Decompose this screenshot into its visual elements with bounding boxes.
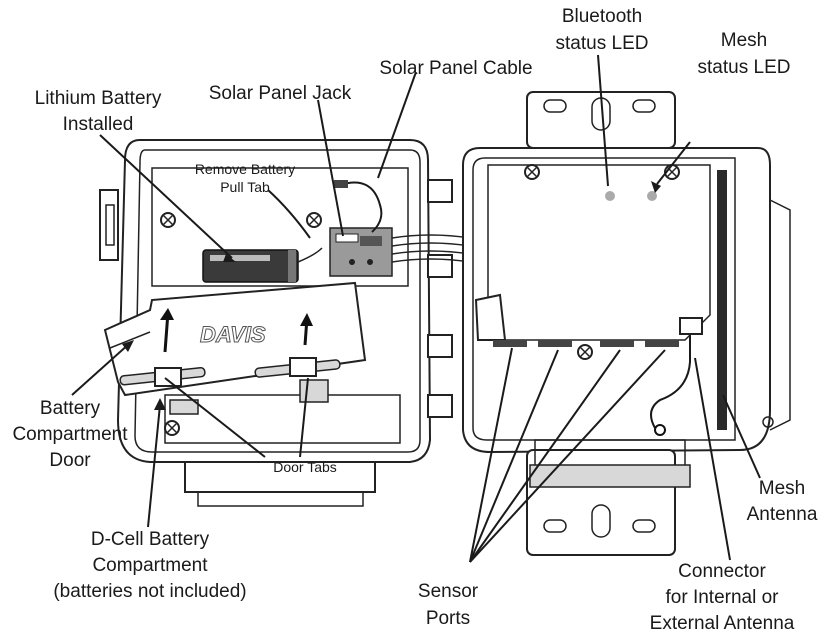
- svg-text:Ports: Ports: [426, 608, 470, 629]
- svg-text:D-Cell Battery: D-Cell Battery: [91, 529, 210, 550]
- svg-text:Sensor: Sensor: [418, 581, 479, 602]
- svg-text:Bluetooth: Bluetooth: [562, 6, 642, 27]
- svg-text:Door: Door: [49, 450, 91, 471]
- svg-text:External Antenna: External Antenna: [650, 613, 795, 634]
- svg-text:Connector: Connector: [678, 561, 766, 582]
- label-bluetooth-led: Bluetooth status LED: [556, 6, 649, 54]
- label-connector: Connector for Internal or External Anten…: [650, 561, 795, 634]
- internal-antenna-cable: [650, 335, 691, 429]
- label-remove-tab: Remove Battery Pull Tab: [195, 161, 295, 195]
- svg-text:Mesh: Mesh: [759, 478, 805, 499]
- screw-icon: [160, 212, 176, 228]
- screw-icon: [524, 164, 540, 180]
- label-solar-jack: Solar Panel Jack: [209, 83, 352, 104]
- svg-text:Battery: Battery: [40, 398, 101, 419]
- svg-text:Antenna: Antenna: [747, 504, 818, 525]
- svg-text:status LED: status LED: [556, 33, 649, 54]
- solar-panel-cable: [339, 181, 383, 233]
- bluetooth-led: [605, 191, 615, 201]
- label-sensor-ports: Sensor Ports: [418, 581, 479, 629]
- lithium-battery: [202, 249, 299, 283]
- label-mesh-antenna: Mesh Antenna: [747, 478, 818, 525]
- screw-icon: [306, 212, 322, 228]
- svg-text:Lithium Battery: Lithium Battery: [35, 88, 162, 109]
- svg-text:Compartment: Compartment: [12, 424, 128, 445]
- label-lithium-battery: Lithium Battery Installed: [35, 88, 162, 135]
- label-solar-cable: Solar Panel Cable: [379, 58, 532, 79]
- battery-compartment-door: DAVIS: [103, 281, 367, 397]
- leader-lines: [71, 54, 761, 563]
- circuit-board: [329, 227, 393, 277]
- label-battery-door: Battery Compartment Door: [12, 398, 128, 471]
- svg-text:Mesh: Mesh: [721, 30, 767, 51]
- screw-icon: [164, 420, 180, 436]
- svg-text:Installed: Installed: [63, 114, 134, 135]
- svg-text:Compartment: Compartment: [92, 555, 208, 576]
- label-door-tabs: Door Tabs: [273, 459, 337, 475]
- label-mesh-led: Mesh status LED: [698, 30, 791, 78]
- svg-text:for Internal or: for Internal or: [666, 587, 780, 608]
- mesh-led: [647, 191, 657, 201]
- svg-text:(batteries not included): (batteries not included): [53, 581, 246, 602]
- pull-tab: [297, 247, 323, 263]
- sensor-ports: [493, 340, 679, 347]
- svg-text:status LED: status LED: [698, 57, 791, 78]
- svg-text:Pull Tab: Pull Tab: [220, 179, 270, 195]
- right-housing: [462, 91, 791, 556]
- label-dcell: D-Cell Battery Compartment (batteries no…: [53, 529, 246, 602]
- screw-icon: [577, 344, 593, 360]
- svg-text:Remove Battery: Remove Battery: [195, 161, 295, 177]
- brand-logo: DAVIS: [200, 322, 266, 347]
